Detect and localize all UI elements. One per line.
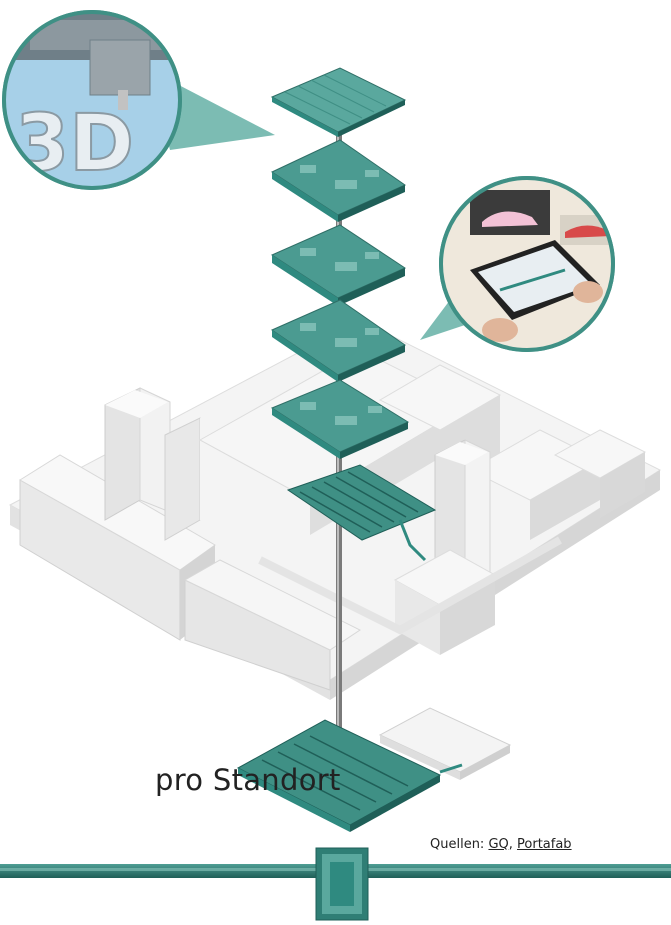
floor-plate-roof (270, 67, 407, 137)
floor-plates (236, 67, 512, 921)
3d-letters: 3D (15, 99, 134, 189)
callout-tablet-design (420, 176, 615, 352)
floor-plate-3 (270, 299, 407, 382)
sources-label: Quellen: (430, 837, 489, 852)
floor-plate-basement (236, 707, 512, 832)
underground-shaft (315, 847, 369, 921)
sources-separator: , (508, 837, 518, 852)
source-link-portafab[interactable]: Portafab (517, 837, 572, 852)
sources-line: Quellen: GQ, Portafab (430, 837, 572, 852)
floor-plate-5 (270, 139, 407, 222)
floor-plate-1 (286, 464, 437, 562)
caption-text: pro Standort (155, 763, 341, 797)
floor-plate-4 (270, 224, 407, 306)
callout-3d-printing: 3D (2, 10, 275, 190)
source-link-gq[interactable]: GQ (488, 837, 509, 852)
floor-plate-2 (270, 379, 410, 459)
